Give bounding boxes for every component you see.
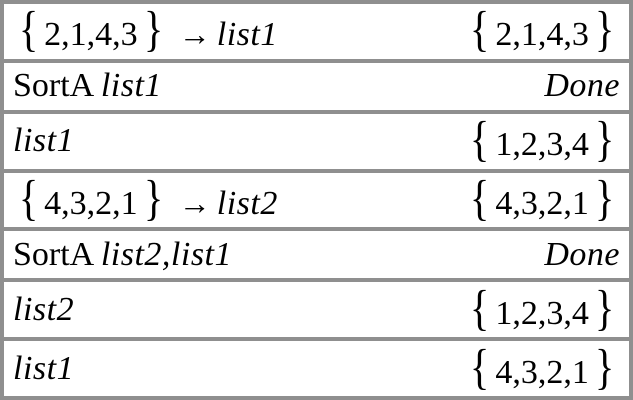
result-expression: Done [544, 235, 620, 273]
variable-name: Done [544, 67, 620, 105]
result-expression: {4,3,2,1} [464, 174, 620, 223]
result-expression: {1,2,3,4} [464, 283, 620, 332]
list-brace: } [594, 112, 615, 167]
list-brace: { [470, 339, 490, 395]
expression-text: 1,2,3,4 [495, 294, 589, 332]
history-row[interactable]: list1 {1,2,3,4} [4, 114, 629, 173]
expression-text: SortA [13, 67, 101, 105]
list-brace: } [594, 2, 615, 58]
list-brace: { [470, 280, 490, 336]
variable-name: list1 [13, 349, 75, 387]
expression-text: 2,1,4,3 [44, 16, 138, 54]
list-brace: } [594, 171, 615, 226]
input-expression: list1 [13, 349, 75, 387]
expression-text: 4,3,2,1 [44, 185, 138, 222]
input-expression: list2 [13, 290, 75, 328]
expression-text: 2,1,4,3 [495, 16, 589, 54]
variable-name: list2,list1 [100, 235, 232, 273]
input-expression: list1 [13, 124, 74, 158]
history-row[interactable]: SortA list1 Done [4, 63, 629, 114]
variable-name: list1 [216, 16, 278, 54]
list-brace: { [18, 171, 39, 226]
history-row[interactable]: {4,3,2,1} →list2 {4,3,2,1} [4, 173, 629, 232]
variable-name: list2 [13, 290, 75, 328]
result-expression: {4,3,2,1} [464, 342, 620, 391]
result-expression: Done [544, 69, 620, 103]
list-brace: } [594, 339, 615, 395]
store-arrow-icon: → [178, 185, 211, 221]
input-expression: SortA list1 [13, 69, 162, 103]
result-expression: {2,1,4,3} [464, 2, 620, 58]
history-row[interactable]: list2 {1,2,3,4} [4, 282, 629, 342]
expression-text: 1,2,3,4 [495, 126, 589, 164]
expression-text: SortA [13, 235, 101, 273]
history-row[interactable]: list1 {4,3,2,1} [4, 341, 629, 396]
list-brace: { [470, 112, 490, 167]
list-brace: { [470, 2, 490, 58]
history-row[interactable]: SortA list2,list1 Done [4, 231, 629, 283]
expression-text: 4,3,2,1 [495, 353, 589, 391]
expression-text: 4,3,2,1 [495, 185, 589, 222]
list-brace: } [143, 2, 163, 58]
input-expression: SortA list2,list1 [13, 235, 232, 273]
history-row[interactable]: {2,1,4,3} →list1 {2,1,4,3} [4, 4, 629, 63]
result-expression: {1,2,3,4} [464, 115, 620, 164]
list-brace: } [143, 171, 163, 226]
input-expression: {4,3,2,1} →list2 [13, 174, 278, 223]
list-brace: { [18, 2, 39, 58]
list-brace: { [470, 171, 490, 226]
variable-name: list1 [100, 67, 162, 105]
store-arrow-icon: → [178, 16, 211, 53]
input-expression: {2,1,4,3} →list1 [13, 2, 278, 58]
variable-name: Done [544, 235, 620, 273]
variable-name: list2 [216, 185, 278, 222]
list-brace: } [594, 280, 615, 336]
variable-name: list1 [13, 122, 75, 160]
